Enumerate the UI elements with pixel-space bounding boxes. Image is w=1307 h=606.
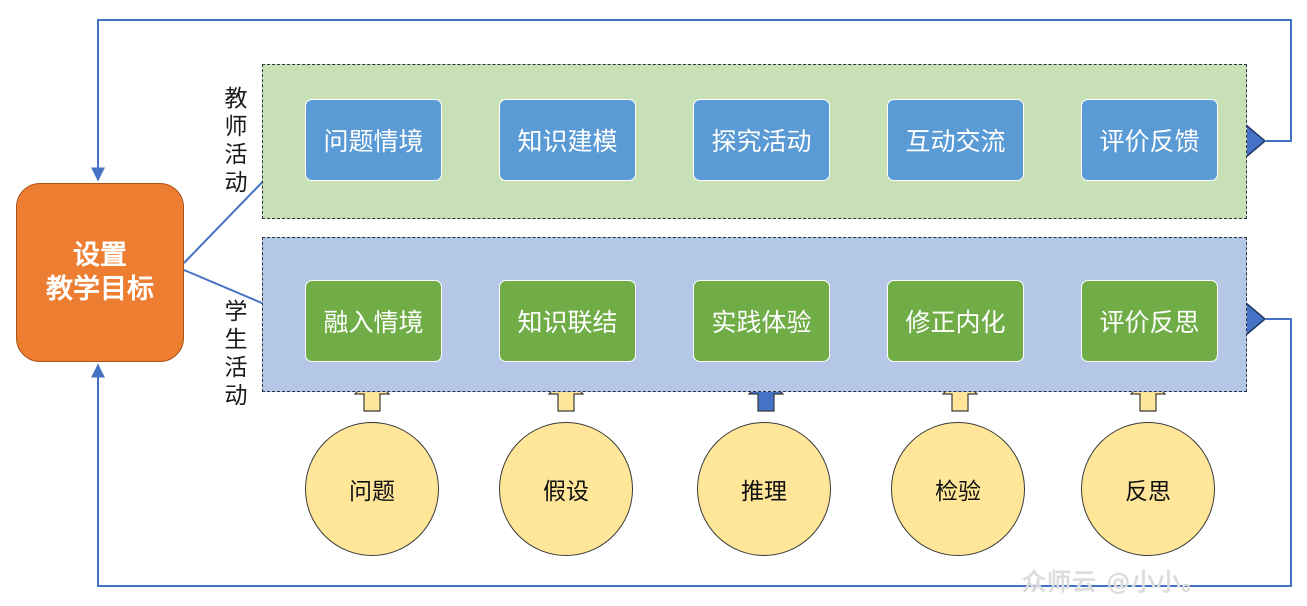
teaching-goal-box: 设置 教学目标 bbox=[16, 183, 184, 362]
thinking-circle-5: 反思 bbox=[1081, 422, 1215, 556]
goal-line-1: 设置 bbox=[73, 239, 127, 271]
student-step-1: 融入情境 bbox=[305, 280, 442, 362]
thinking-circle-1: 问题 bbox=[305, 422, 439, 556]
thinking-circle-2: 假设 bbox=[499, 422, 633, 556]
student-band-label: 学 生 活 动 bbox=[224, 299, 248, 409]
goal-line-2: 教学目标 bbox=[46, 273, 154, 305]
teacher-step-1: 问题情境 bbox=[305, 99, 442, 181]
teacher-step-3: 探究活动 bbox=[693, 99, 830, 181]
student-step-4: 修正内化 bbox=[887, 280, 1024, 362]
teacher-band-label: 教 师 活 动 bbox=[224, 86, 248, 196]
teacher-step-5: 评价反馈 bbox=[1081, 99, 1218, 181]
bottom-feedback-loop bbox=[91, 318, 1292, 587]
thinking-circle-3: 推理 bbox=[697, 422, 831, 556]
teacher-step-2: 知识建模 bbox=[499, 99, 636, 181]
student-step-3: 实践体验 bbox=[693, 280, 830, 362]
thinking-circle-4: 检验 bbox=[891, 422, 1025, 556]
student-step-2: 知识联结 bbox=[499, 280, 636, 362]
teacher-step-4: 互动交流 bbox=[887, 99, 1024, 181]
top-feedback-loop bbox=[91, 19, 1292, 182]
student-step-5: 评价反思 bbox=[1081, 280, 1218, 362]
watermark: 众师云 @小小。 bbox=[1022, 568, 1207, 596]
